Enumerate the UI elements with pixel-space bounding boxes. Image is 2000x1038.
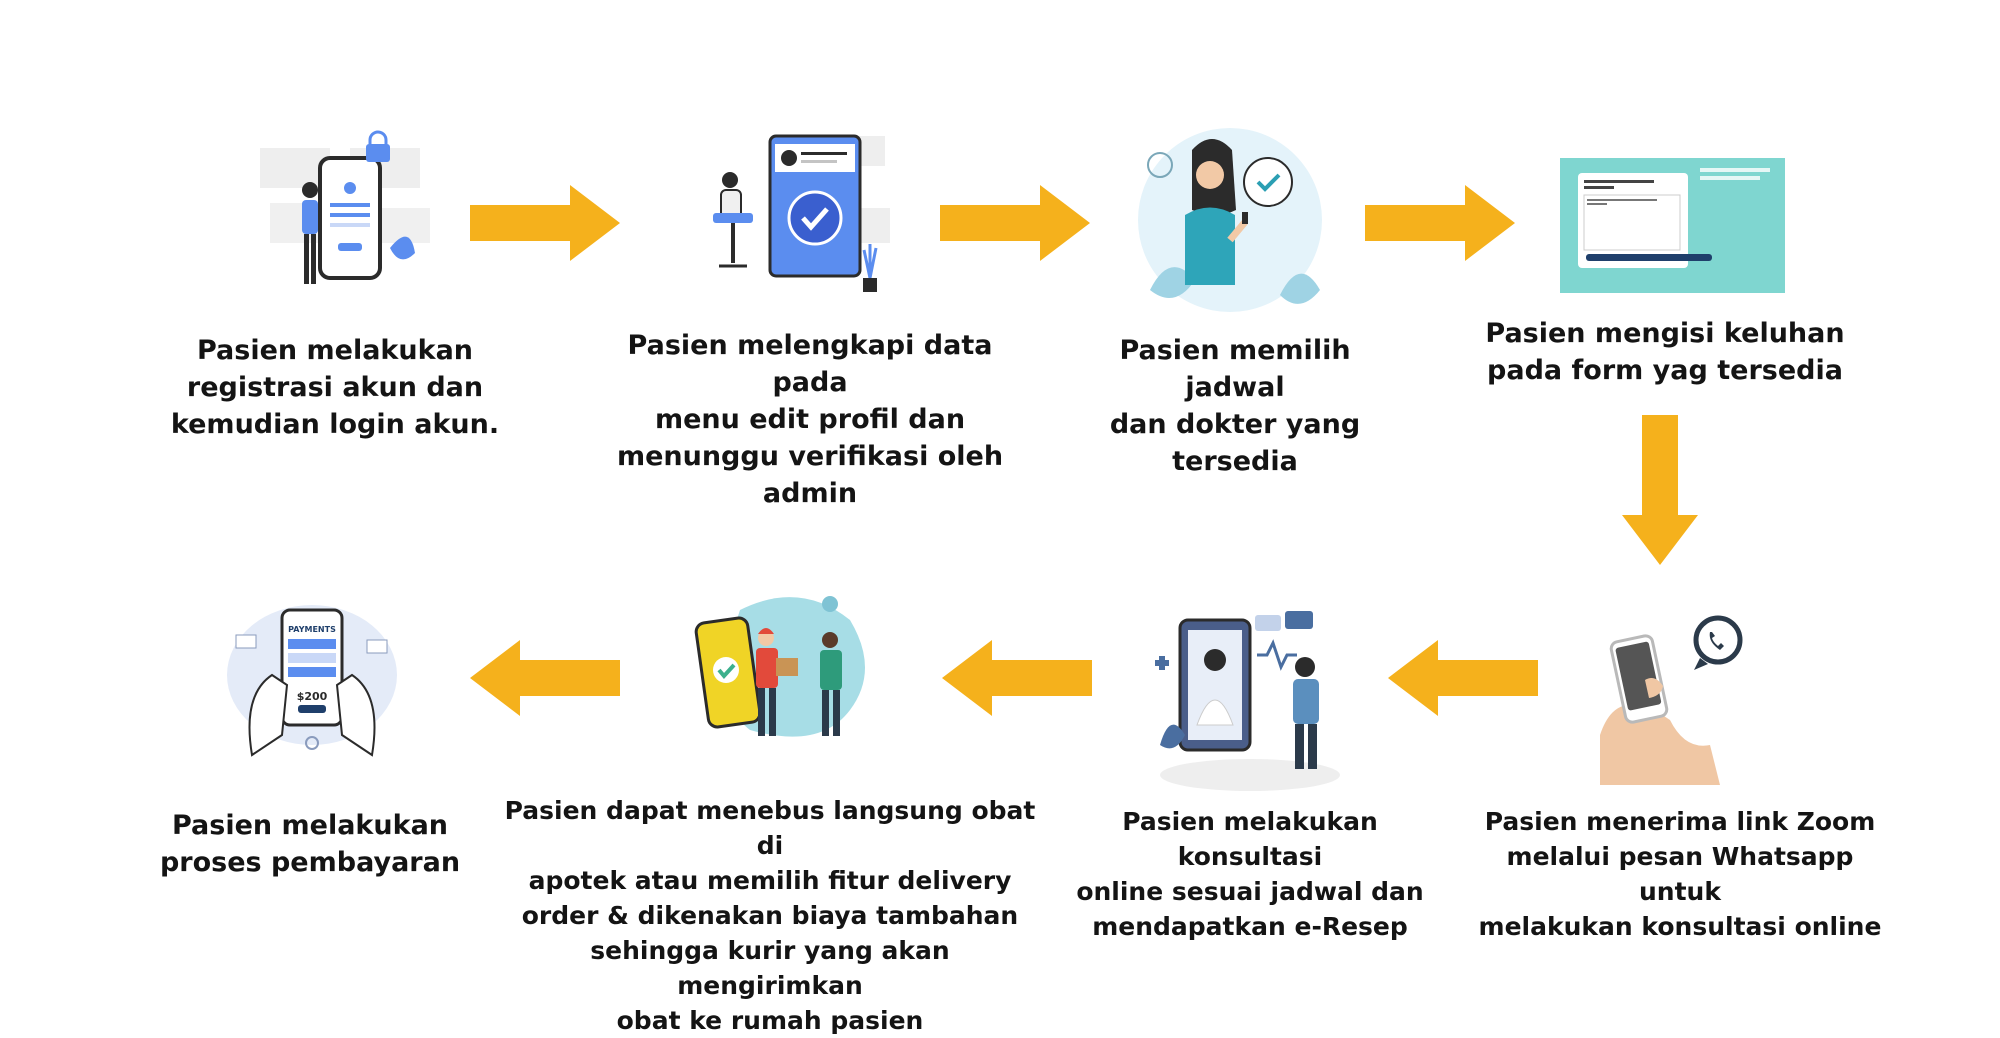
arrow-left-icon [942,640,1092,716]
whatsapp-phone-illustration [1600,615,1743,785]
arrow-right-icon [1365,185,1515,261]
arrow-right-icon [470,185,620,261]
payment-illustration: PAYMENTS $200 [227,605,397,757]
step-8-label: Pasien melakukan proses pembayaran [159,810,461,878]
arrow-left-icon [470,640,620,716]
complaint-form-screenshot [1560,158,1785,293]
payments-title: PAYMENTS [288,625,336,634]
profile-verification-illustration [713,134,890,292]
arrow-down-icon [1622,415,1698,565]
step-4-label: Pasien mengisi keluhan pada form yag ter… [1485,318,1845,386]
schedule-selection-illustration [1138,128,1322,312]
delivery-courier-illustration [694,596,865,737]
step-1-label: Pasien melakukan registrasi akun dan kem… [170,335,500,440]
registration-login-illustration [260,130,430,284]
step-2-label: Pasien melengkapi data pada menu edit pr… [616,330,1004,509]
step-6-label: Pasien melakukan konsultasi online sesua… [1076,807,1424,941]
step-5-label: Pasien menerima link Zoom melalui pesan … [1478,807,1882,941]
step-3-label: Pasien memilih jadwal dan dokter yang te… [1109,335,1361,477]
arrow-right-icon [940,185,1090,261]
online-consultation-illustration [1155,611,1340,791]
payment-amount: $200 [297,690,328,703]
arrow-left-icon [1388,640,1538,716]
step-7-label: Pasien dapat menebus langsung obat di ap… [504,796,1036,1035]
